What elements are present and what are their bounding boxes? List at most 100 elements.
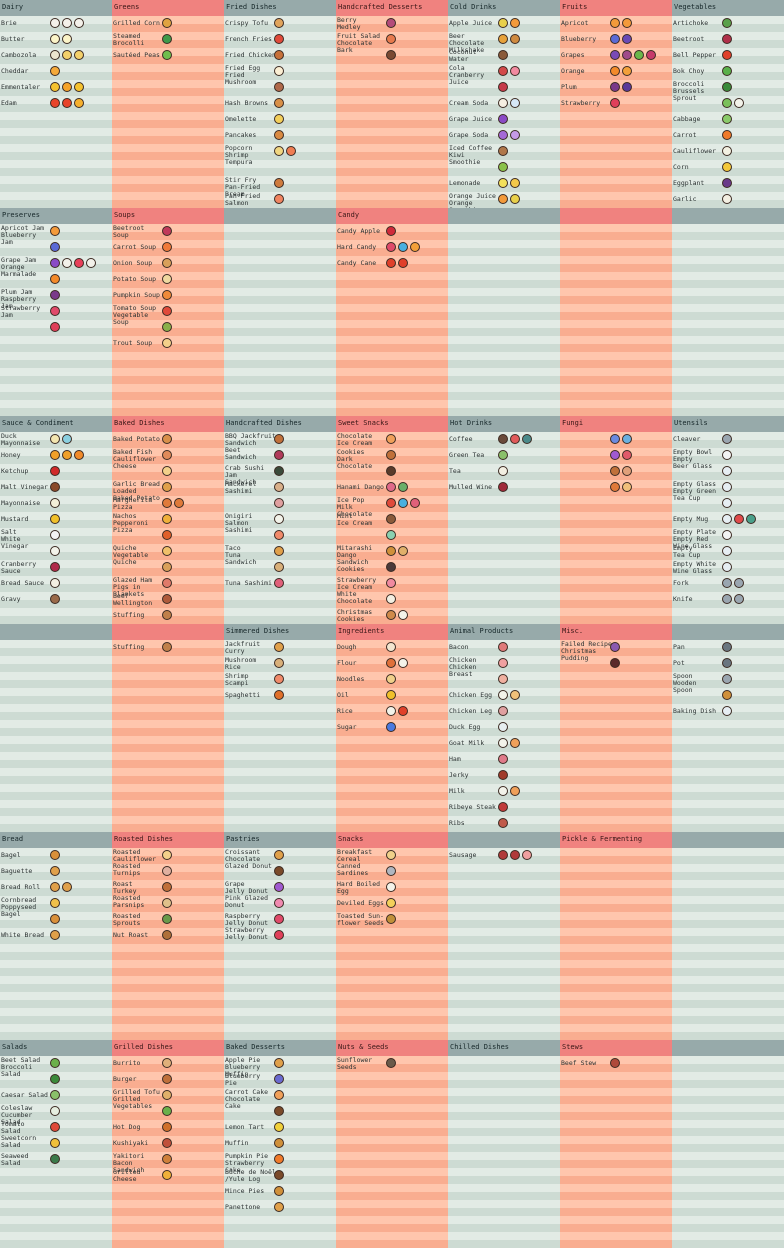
- item-label: Failed Recipe Christmas Pudding: [561, 640, 612, 662]
- section-title: Ingredients: [336, 624, 448, 640]
- food-item-mushroom: Mushroom Rice: [224, 656, 336, 672]
- item-icons: [162, 642, 172, 654]
- item-icons: [50, 1154, 60, 1166]
- food-item-blank: [672, 496, 784, 512]
- food-sprite-icon: [498, 450, 508, 460]
- item-icons: [498, 482, 508, 494]
- item-label: Cleaver: [673, 435, 701, 443]
- food-sprite-icon: [162, 338, 172, 348]
- food-sprite-icon: [722, 194, 732, 204]
- food-sprite-icon: [286, 146, 296, 156]
- food-sprite-icon: [50, 882, 60, 892]
- food-sprite-icon: [634, 50, 644, 60]
- food-sprite-icon: [50, 1074, 60, 1084]
- item-icons: [162, 242, 172, 254]
- food-item-pot: Pot: [672, 656, 784, 672]
- item-label: Roast Turkey Roasted Parsnips: [113, 880, 145, 909]
- food-sprite-icon: [274, 930, 284, 940]
- item-label: Dough: [337, 643, 357, 651]
- item-label: Breakfast Cereal Canned Sardines: [337, 848, 373, 877]
- item-label: Glazed Ham Pigs in Blankets: [113, 576, 153, 598]
- item-icons: [162, 898, 172, 910]
- food-sprite-icon: [162, 882, 172, 892]
- item-label: Cookies Dark Chocolate: [337, 448, 373, 470]
- food-sprite-icon: [162, 274, 172, 284]
- food-item-blank: [336, 864, 448, 880]
- food-sprite-icon: [498, 690, 508, 700]
- food-sprite-icon: [50, 498, 60, 508]
- item-label: Pan-Fried Salmon: [225, 192, 261, 207]
- food-item-glazed-ham: Glazed Ham Pigs in Blankets: [112, 576, 224, 598]
- food-item-blank: [112, 528, 224, 544]
- item-icons: [722, 18, 732, 30]
- item-icons: [610, 434, 632, 446]
- food-sprite-icon: [62, 34, 72, 44]
- item-label: Grilled Cheese: [113, 1168, 141, 1183]
- food-sprite-icon: [746, 514, 756, 524]
- item-icons: [50, 290, 60, 302]
- item-icons: [274, 434, 284, 446]
- food-item-lemonade: Lemonade: [448, 176, 560, 192]
- food-item-beef: Beef Wellington: [112, 592, 224, 608]
- section-title: Vegetables: [672, 0, 784, 16]
- food-sprite-icon: [274, 642, 284, 652]
- food-sprite-icon: [50, 18, 60, 28]
- food-item-blank: [224, 928, 336, 944]
- food-item-blank: [112, 320, 224, 336]
- food-item-pancakes: Pancakes: [224, 128, 336, 144]
- food-sprite-icon: [722, 50, 732, 60]
- food-sprite-icon: [386, 690, 396, 700]
- item-label: Baked Fish Cauliflower Cheese: [113, 448, 157, 470]
- food-sprite-icon: [274, 482, 284, 492]
- food-sprite-icon: [274, 1106, 284, 1116]
- food-sprite-icon: [162, 322, 172, 332]
- item-icons: [498, 146, 508, 158]
- section-title: Preserves: [0, 208, 112, 224]
- food-sprite-icon: [386, 850, 396, 860]
- item-icons: [386, 674, 396, 686]
- food-item-blank: [0, 240, 112, 256]
- item-icons: [498, 786, 520, 798]
- food-item-mitarashi: Mitarashi Dango Sandwich Cookies: [336, 544, 448, 573]
- food-item-plum: Plum: [560, 80, 672, 96]
- food-sprite-icon: [50, 898, 60, 908]
- food-sprite-icon: [610, 18, 620, 28]
- food-sprite-icon: [62, 18, 72, 28]
- food-item-breakfast: Breakfast Cereal Canned Sardines: [336, 848, 448, 877]
- food-sprite-icon: [386, 594, 396, 604]
- food-item-cream-soda: Cream Soda: [448, 96, 560, 112]
- food-sprite-icon: [622, 434, 632, 444]
- food-item-blank: [560, 480, 672, 496]
- food-sprite-icon: [386, 18, 396, 28]
- food-item-mint: Mint Ice Cream: [336, 512, 448, 528]
- section-pickle-fermenting: Pickle & Fermenting: [560, 832, 672, 1040]
- item-icons: [274, 850, 284, 862]
- food-sprite-icon: [510, 690, 520, 700]
- item-icons: [274, 1138, 284, 1150]
- food-sprite-icon: [274, 34, 284, 44]
- food-sprite-icon: [50, 930, 60, 940]
- food-sprite-icon: [50, 562, 60, 572]
- item-label: Spoon Wooden Spoon: [673, 672, 697, 694]
- item-icons: [162, 1074, 172, 1086]
- item-icons: [162, 290, 172, 302]
- food-item-trout-soup: Trout Soup: [112, 336, 224, 352]
- food-sprite-icon: [74, 82, 84, 92]
- item-label: Cambozola: [1, 51, 37, 59]
- food-item-b-che-de-no-l: Bûche de Noël /Yule Log: [224, 1168, 336, 1184]
- item-icons: [50, 18, 84, 30]
- food-sprite-icon: [162, 34, 172, 44]
- food-sprite-icon: [734, 578, 744, 588]
- food-item-blank: [448, 80, 560, 96]
- item-label: Orange Juice Orange Smoothie: [449, 192, 496, 209]
- item-label: Cornbread Poppyseed Bagel: [1, 896, 37, 918]
- item-icons: [274, 50, 284, 62]
- food-item-blank: [224, 560, 336, 576]
- item-label: Spaghetti: [225, 691, 261, 699]
- food-sprite-icon: [62, 82, 72, 92]
- food-sprite-icon: [50, 274, 60, 284]
- food-sprite-icon: [522, 434, 532, 444]
